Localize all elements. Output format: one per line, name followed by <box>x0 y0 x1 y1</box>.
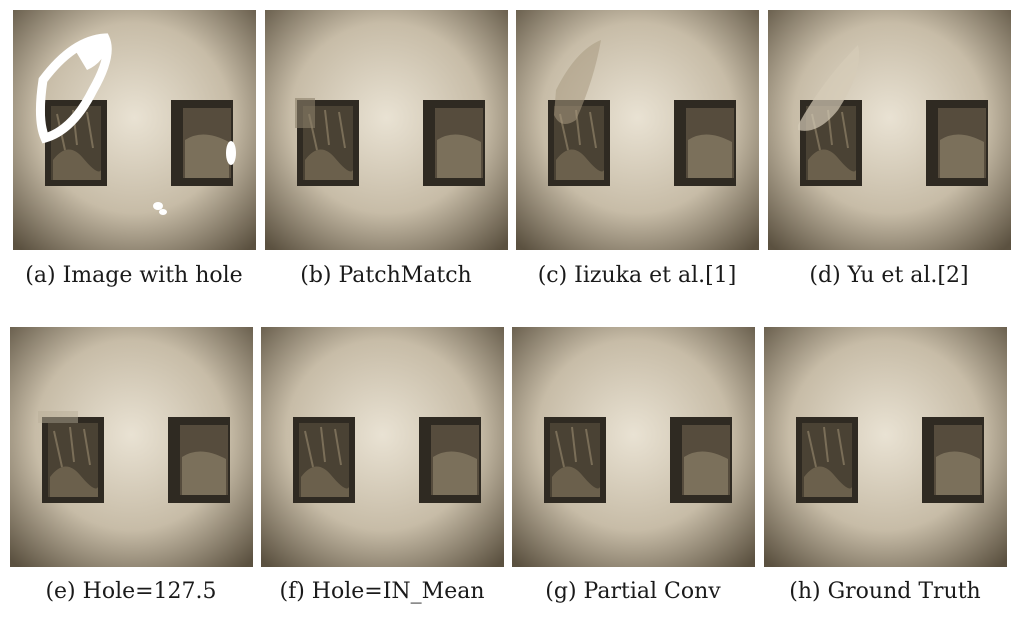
left-painting <box>293 417 355 503</box>
image-with-hole <box>13 10 256 250</box>
artifact-blur <box>38 411 78 423</box>
hole-mask <box>35 33 236 215</box>
right-painting <box>674 100 736 186</box>
panel-c-image <box>516 10 759 250</box>
caption-h: (h) Ground Truth <box>789 579 981 604</box>
yu-result <box>768 10 1011 250</box>
ground-truth-image <box>764 327 1007 567</box>
caption-c: (c) Iizuka et al.[1] <box>537 263 737 288</box>
patchmatch-result <box>265 10 508 250</box>
left-painting <box>297 100 359 186</box>
artifact-patch <box>295 98 315 128</box>
right-painting <box>922 417 984 503</box>
caption-e: (e) Hole=127.5 <box>45 579 217 604</box>
panel-a-image <box>13 10 256 250</box>
right-painting <box>171 100 233 186</box>
caption-g: (g) Partial Conv <box>545 579 721 604</box>
right-painting <box>926 100 988 186</box>
panel-e-image <box>10 327 253 567</box>
panel-b-image <box>265 10 508 250</box>
right-painting <box>419 417 481 503</box>
artifact-smear <box>798 45 860 131</box>
panel-d-image <box>768 10 1011 250</box>
hole127-result <box>10 327 253 567</box>
caption-d: (d) Yu et al.[2] <box>809 263 969 288</box>
caption-f: (f) Hole=IN_Mean <box>279 579 485 604</box>
partial-conv-result <box>512 327 755 567</box>
left-painting <box>42 417 104 503</box>
caption-a: (a) Image with hole <box>25 263 243 288</box>
panel-g-image <box>512 327 755 567</box>
panel-h-image <box>764 327 1007 567</box>
left-painting <box>544 417 606 503</box>
left-painting <box>796 417 858 503</box>
inmean-result <box>261 327 504 567</box>
iizuka-result <box>516 10 759 250</box>
caption-b: (b) PatchMatch <box>300 263 472 288</box>
panel-f-image <box>261 327 504 567</box>
right-painting <box>168 417 230 503</box>
right-painting <box>670 417 732 503</box>
right-painting <box>423 100 485 186</box>
artifact-smear <box>554 40 601 124</box>
